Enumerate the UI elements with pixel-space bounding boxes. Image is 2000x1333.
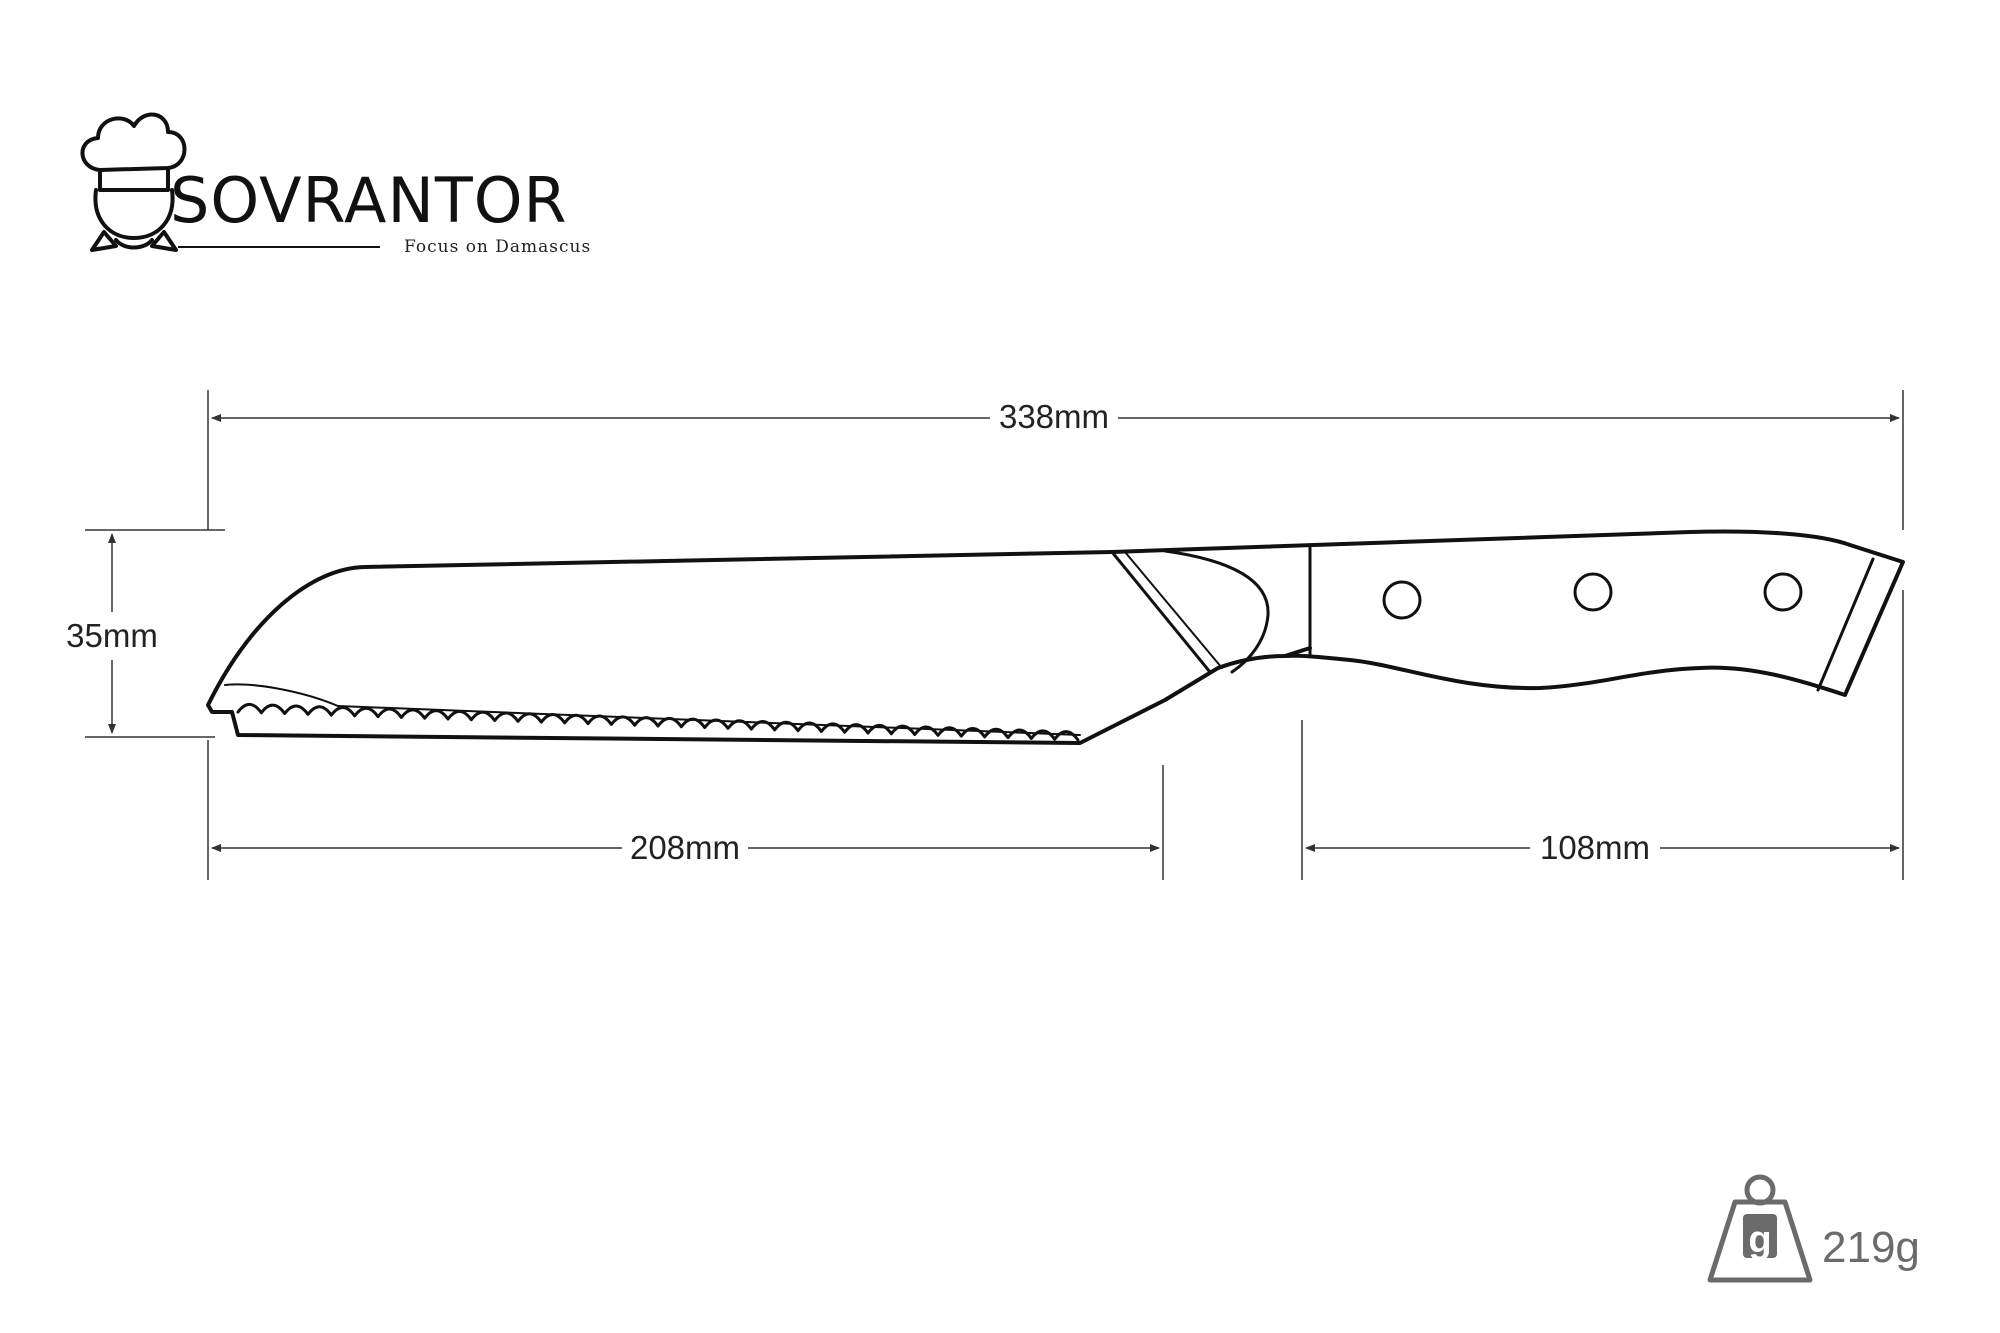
- brand-logo: SOVRANTOR Focus on Damascus: [80, 112, 591, 257]
- bolster-line: [1110, 550, 1212, 674]
- dimension-lines: [85, 390, 1904, 880]
- overall-length-label: 338mm: [999, 398, 1109, 435]
- butt-cap-line: [1816, 557, 1875, 692]
- weight-value: 219g: [1822, 1223, 1920, 1272]
- handle-length-label: 108mm: [1540, 829, 1650, 866]
- blade-length-label: 208mm: [630, 829, 740, 866]
- blade-tip-highlight: [224, 683, 339, 707]
- brand-tagline: Focus on Damascus: [404, 237, 591, 257]
- bolster-curve: [1163, 549, 1270, 674]
- serrated-edge: [236, 702, 1080, 742]
- handle-outline: [1110, 529, 1905, 697]
- bolster-line-inner: [1124, 551, 1223, 669]
- rivet-3: [1763, 572, 1803, 612]
- brand-name: SOVRANTOR: [170, 164, 568, 237]
- weight-indicator: g 219g: [1707, 1174, 1920, 1283]
- rivet-2: [1573, 572, 1613, 612]
- weight-icon: [1707, 1174, 1813, 1283]
- rivet-1: [1382, 580, 1422, 620]
- weight-icon-letter: g: [1748, 1219, 1771, 1261]
- blade-height-label: 35mm: [66, 617, 158, 654]
- bread-knife-drawing: [206, 529, 1905, 745]
- chef-hat-icon: [80, 112, 187, 252]
- blade-outline: [206, 550, 1312, 745]
